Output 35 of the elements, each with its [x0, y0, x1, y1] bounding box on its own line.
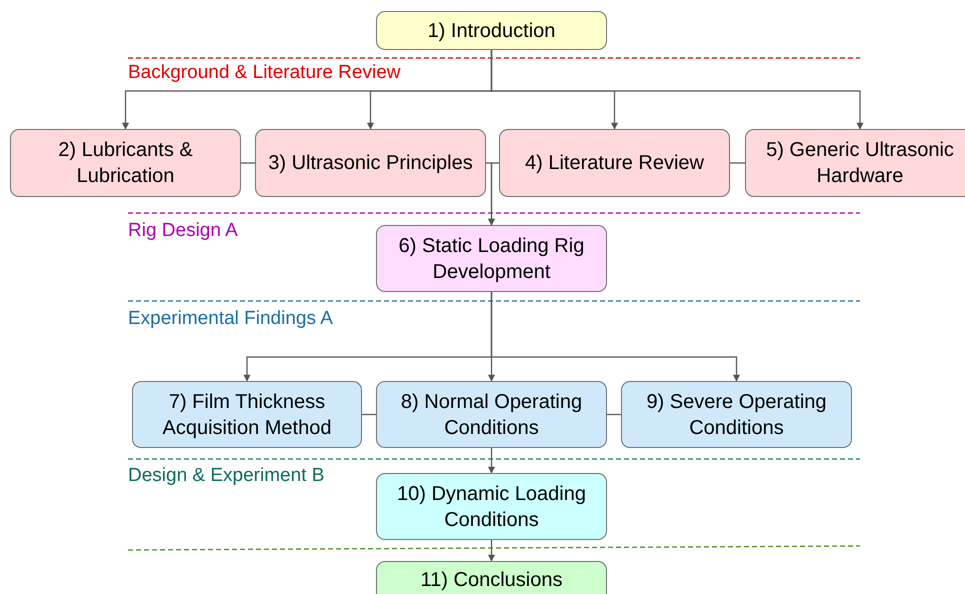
- process-box: [376, 11, 607, 50]
- process-box: [745, 129, 965, 197]
- process-box: [376, 381, 607, 448]
- process-box: [376, 561, 607, 594]
- node-label: 2) Lubricants & Lubrication: [57, 138, 194, 189]
- arrow: [490, 292, 740, 382]
- connector-line: [241, 162, 255, 164]
- section-heading: Experimental Findings A: [128, 308, 333, 330]
- node-label: 5) Generic Ultrasonic Hardware: [765, 138, 955, 189]
- node-label: 7) Film Thickness Acquisition Method: [162, 390, 332, 440]
- section-heading: Rig Design A: [128, 220, 238, 242]
- process-box: [10, 129, 241, 197]
- arrow: [488, 162, 499, 226]
- node-label: 1) Introduction: [428, 18, 556, 44]
- connector-line: [607, 414, 621, 416]
- arrow: [488, 540, 495, 562]
- process-box: [621, 381, 852, 448]
- node-label: 6) Static Loading Rig Development: [398, 234, 586, 284]
- process-box: [376, 225, 607, 292]
- connector-line: [362, 414, 376, 416]
- node-label: 8) Normal Operating Conditions: [400, 390, 584, 440]
- section-heading: Design & Experiment B: [128, 465, 324, 487]
- process-box: [499, 129, 730, 197]
- node-label: 4) Literature Review: [525, 151, 704, 176]
- node-label: 3) Ultrasonic Principles: [268, 151, 473, 176]
- node-label: 9) Severe Operating Conditions: [645, 390, 828, 440]
- connector-line: [730, 162, 745, 164]
- arrow: [490, 50, 864, 130]
- section-heading: Background & Literature Review: [128, 62, 400, 84]
- process-box: [255, 129, 486, 197]
- process-box: [376, 473, 607, 540]
- node-label: 11) Conclusions: [420, 568, 562, 593]
- node-label: 10) Dynamic Loading Conditions: [396, 482, 587, 532]
- process-box: [132, 381, 362, 448]
- arrow: [488, 448, 495, 474]
